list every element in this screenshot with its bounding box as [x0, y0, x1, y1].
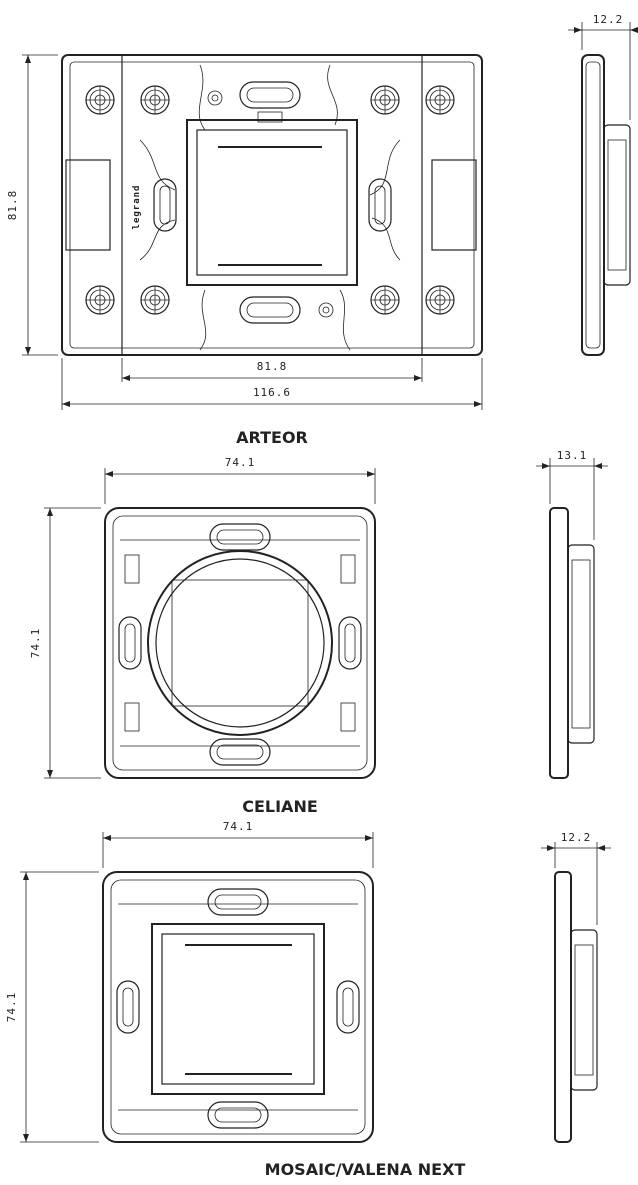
mosaic-title: MOSAIC/VALENA NEXT [265, 1160, 466, 1179]
arteor-logo: legrand [132, 185, 142, 230]
arteor-height-label: 81.8 [6, 190, 19, 221]
mosaic-height-label: 74.1 [5, 992, 18, 1023]
celiane-depth-label: 13.1 [557, 449, 588, 462]
arteor-width-dimension [61, 358, 483, 410]
celiane-title: CELIANE [242, 797, 318, 816]
mosaic-width-dimension [102, 832, 374, 868]
arteor-inner-width-dimension [121, 358, 423, 382]
arteor-title: ARTEOR [236, 428, 308, 447]
mosaic-depth-label: 12.2 [561, 831, 592, 844]
celiane-side-view [549, 507, 595, 779]
mosaic-width-label: 74.1 [223, 820, 254, 833]
arteor-depth-dimension [568, 22, 638, 120]
celiane-height-dimension [44, 507, 101, 779]
mosaic-front-view [102, 871, 374, 1143]
celiane-width-label: 74.1 [225, 456, 256, 469]
arteor-depth-label: 12.2 [593, 13, 624, 26]
arteor-front-view [61, 54, 483, 356]
arteor-height-dimension [22, 54, 58, 356]
celiane-front-view [104, 507, 376, 779]
arteor-inner-width-label: 81.8 [257, 360, 288, 373]
arteor-side-view [581, 54, 631, 356]
arteor-width-label: 116.6 [253, 386, 291, 399]
celiane-depth-dimension [536, 458, 608, 540]
mosaic-height-dimension [20, 871, 99, 1143]
celiane-height-label: 74.1 [29, 628, 42, 659]
mosaic-depth-dimension [541, 842, 611, 925]
celiane-width-dimension [104, 468, 376, 504]
mosaic-side-view [554, 871, 598, 1143]
